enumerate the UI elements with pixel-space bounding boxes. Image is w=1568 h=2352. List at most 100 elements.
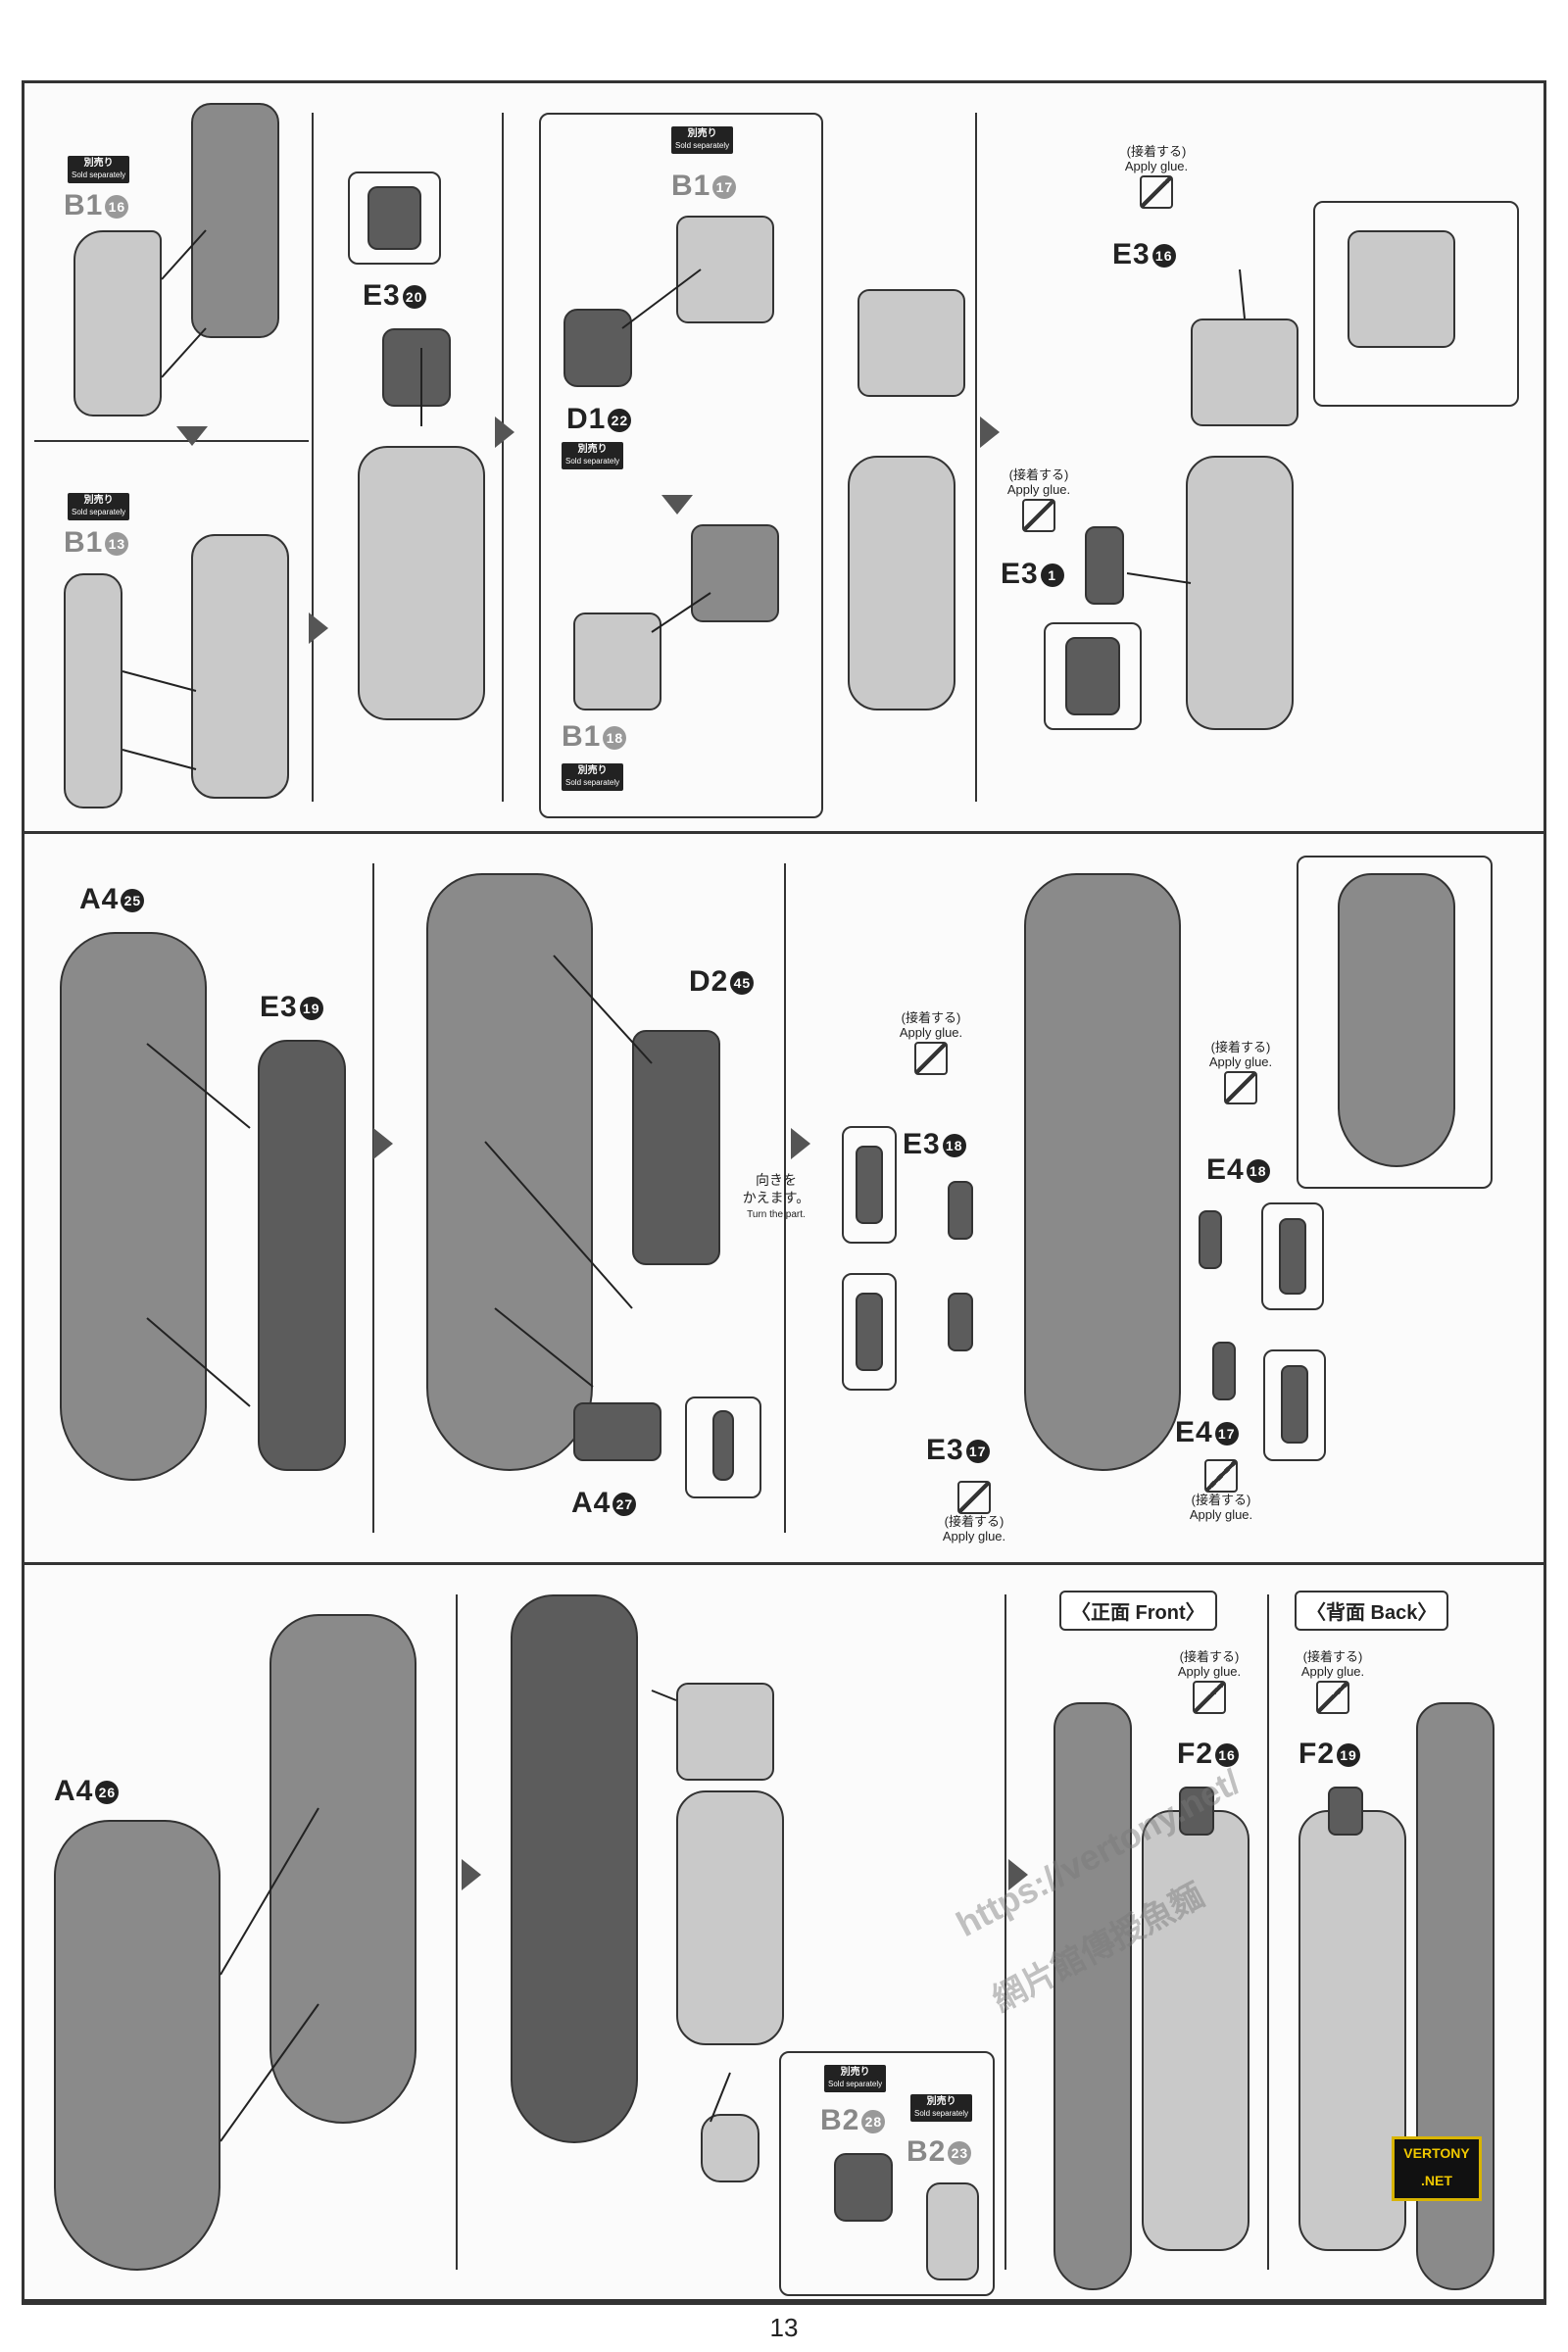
arm-assembly	[1186, 456, 1294, 730]
glue-brush-icon	[914, 1042, 948, 1075]
arm-assembly	[676, 1790, 784, 2045]
piston-part	[948, 1293, 973, 1351]
step-arrow-right	[309, 612, 328, 644]
step-callout-box	[779, 2051, 995, 2296]
arm-frame-part	[191, 103, 279, 338]
detail-callout	[842, 1273, 897, 1391]
page-number: 13	[769, 2313, 799, 2342]
detail-part	[712, 1410, 734, 1481]
binder-assembly	[1024, 873, 1181, 1471]
step-arrow-right	[462, 1859, 481, 1890]
glue-brush-icon	[957, 1481, 991, 1514]
front-view-label: 〈正面 Front〉	[1059, 1591, 1217, 1631]
arm-cover-part	[74, 230, 162, 416]
binder-shell-part	[60, 932, 207, 1481]
piston-part	[1281, 1365, 1308, 1444]
step-arrow-right	[495, 416, 514, 448]
glue-brush-icon	[1224, 1071, 1257, 1104]
apply-glue-note: (接着する)Apply glue.	[1197, 1040, 1285, 1104]
glue-brush-icon	[1316, 1681, 1349, 1714]
step-callout-box	[539, 113, 823, 818]
detail-callout	[1263, 1349, 1326, 1461]
piston-part	[948, 1181, 973, 1240]
front-binder	[1054, 1702, 1132, 2290]
detail-callout	[1044, 622, 1142, 730]
shoulder-assembly	[1191, 318, 1298, 426]
joint-part	[1328, 1787, 1363, 1836]
binder-inner-frame	[258, 1040, 346, 1471]
joint-part	[564, 309, 632, 387]
bracket-part	[573, 1402, 662, 1461]
turn-part-note: 向きを かえます。Turn the part.	[742, 1172, 810, 1220]
step-arrow-down	[662, 495, 693, 514]
detail-callout	[1313, 201, 1519, 407]
apply-glue-note: (接着する)Apply glue.	[1165, 1649, 1253, 1714]
column-divider	[456, 1594, 458, 2270]
binder-assembly	[270, 1614, 416, 2124]
glue-brush-icon	[1022, 499, 1055, 532]
detail-part	[1348, 230, 1455, 348]
step-arrow-right	[373, 1128, 393, 1159]
cross-frame-part	[632, 1030, 720, 1265]
piston-part	[1279, 1218, 1306, 1295]
arm-assembly	[848, 456, 956, 710]
detail-callout	[348, 172, 441, 265]
shoulder-assembly	[676, 1683, 774, 1781]
hand-frame-part	[926, 2182, 979, 2280]
hand-cover-part	[834, 2153, 893, 2222]
column-divider	[784, 863, 786, 1533]
hand-part	[701, 2114, 760, 2182]
arm-side-cover	[64, 573, 122, 808]
apply-glue-note: (接着する)Apply glue.	[1112, 144, 1200, 209]
shoulder-block-part	[676, 216, 774, 323]
sub-divider	[34, 440, 309, 442]
detail-callout	[842, 1126, 897, 1244]
apply-glue-note: (接着する)Apply glue.	[1177, 1457, 1265, 1522]
shoulder-block-part	[691, 524, 779, 622]
detail-callout	[1297, 856, 1493, 1189]
piston-part	[856, 1293, 883, 1371]
shoulder-plate-part	[573, 612, 662, 710]
shoulder-assembly	[858, 289, 965, 397]
piston-part	[1212, 1342, 1236, 1400]
back-binder	[1416, 1702, 1494, 2290]
column-divider	[502, 113, 504, 802]
binder-shell-part	[54, 1820, 220, 2271]
arm-assembly	[191, 534, 289, 799]
vertony-badge: VERTONY.NET	[1392, 2136, 1482, 2201]
glue-brush-icon	[1204, 1459, 1238, 1493]
step-arrow-down	[176, 426, 208, 446]
apply-glue-note: (接着する)Apply glue.	[1289, 1649, 1377, 1714]
binder-assembly	[426, 873, 593, 1471]
glue-brush-icon	[1140, 175, 1173, 209]
arm-assembly	[358, 446, 485, 720]
